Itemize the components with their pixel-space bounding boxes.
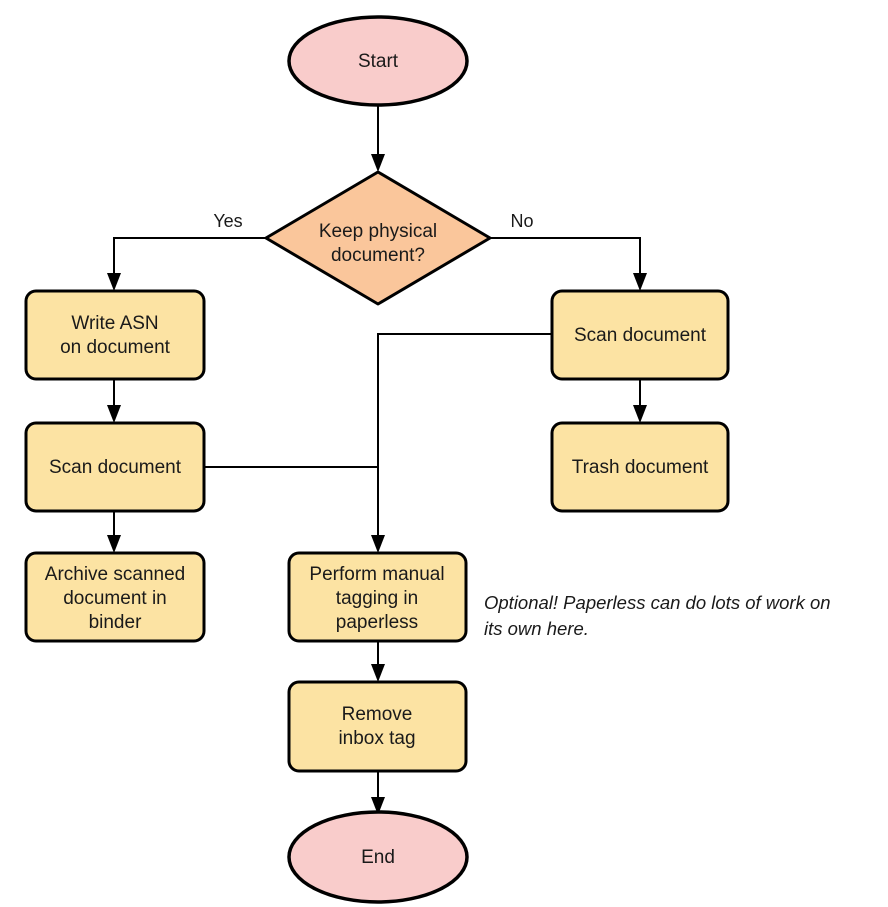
scan-document-left-box[interactable] xyxy=(24,421,206,513)
node-write-asn-label-line1: Write ASN xyxy=(71,313,158,334)
node-perform-manual-tagging[interactable]: Perform manual tagging in paperless xyxy=(287,551,468,643)
arrow-head-icon xyxy=(633,405,647,423)
node-write-asn-label-line2: on document xyxy=(60,337,171,358)
node-decision-label-line2: document? xyxy=(331,245,425,266)
start-ellipse[interactable] xyxy=(287,15,469,107)
decision-diamond[interactable] xyxy=(264,170,492,306)
trash-document-box[interactable] xyxy=(550,421,730,513)
node-remove-inbox-tag[interactable]: Remove inbox tag xyxy=(287,680,468,773)
edge-line xyxy=(113,237,266,281)
edge-tagging-to-remove-inbox xyxy=(371,641,385,682)
annotation-optional-note: Optional! Paperless can do lots of work … xyxy=(484,592,831,639)
arrow-head-icon xyxy=(633,273,647,291)
node-tagging-label-line2: tagging in xyxy=(336,588,418,609)
node-start[interactable]: Start xyxy=(287,15,469,107)
node-end[interactable]: End xyxy=(287,810,469,904)
node-decision-label-line1: Keep physical xyxy=(319,221,437,242)
node-archive-label-line2: document in xyxy=(63,588,167,609)
node-scan-document-right[interactable]: Scan document xyxy=(550,289,730,381)
node-start-label: Start xyxy=(358,51,399,72)
node-remove-inbox-label-line1: Remove xyxy=(342,704,413,725)
node-trash-document[interactable]: Trash document xyxy=(550,421,730,513)
optional-note-line2: its own here. xyxy=(484,618,589,639)
node-scan-document-left[interactable]: Scan document xyxy=(24,421,206,513)
edge-write-asn-to-scan-left xyxy=(107,379,121,423)
edge-start-to-decision xyxy=(371,104,385,172)
arrow-head-icon xyxy=(107,535,121,553)
write-asn-box[interactable] xyxy=(24,289,206,381)
arrow-head-icon xyxy=(371,664,385,682)
archive-box[interactable] xyxy=(24,551,206,643)
arrow-head-icon xyxy=(371,535,385,553)
edge-label-no: No xyxy=(510,211,533,231)
edge-line xyxy=(377,333,552,543)
node-trash-label: Trash document xyxy=(572,457,709,478)
tagging-box[interactable] xyxy=(287,551,468,643)
edge-remove-inbox-to-end xyxy=(371,771,385,815)
node-decision-keep-physical-document[interactable]: Keep physical document? xyxy=(264,170,492,306)
node-remove-inbox-label-line2: inbox tag xyxy=(338,728,415,749)
node-tagging-label-line3: paperless xyxy=(336,612,418,633)
arrow-head-icon xyxy=(371,154,385,172)
edge-scan-right-to-tagging xyxy=(371,333,552,553)
node-end-label: End xyxy=(361,847,395,868)
edge-scan-right-to-trash xyxy=(633,379,647,423)
edge-decision-to-write-asn xyxy=(107,237,266,291)
node-scan-left-label: Scan document xyxy=(49,457,182,478)
node-write-asn[interactable]: Write ASN on document xyxy=(24,289,206,381)
node-archive-label-line1: Archive scanned xyxy=(45,564,185,585)
node-tagging-label-line1: Perform manual xyxy=(309,564,444,585)
edge-line xyxy=(490,237,641,281)
arrow-head-icon xyxy=(107,273,121,291)
edge-scan-left-to-archive xyxy=(107,511,121,553)
node-scan-right-label: Scan document xyxy=(574,325,707,346)
node-archive-in-binder[interactable]: Archive scanned document in binder xyxy=(24,551,206,643)
edge-label-yes: Yes xyxy=(213,211,242,231)
arrow-head-icon xyxy=(371,797,385,815)
end-ellipse[interactable] xyxy=(287,810,469,904)
node-archive-label-line3: binder xyxy=(89,612,142,633)
remove-inbox-box[interactable] xyxy=(287,680,468,773)
optional-note-line1: Optional! Paperless can do lots of work … xyxy=(484,592,831,613)
arrow-head-icon xyxy=(107,405,121,423)
edge-decision-to-scan-right xyxy=(490,237,647,291)
scan-document-right-box[interactable] xyxy=(550,289,730,381)
